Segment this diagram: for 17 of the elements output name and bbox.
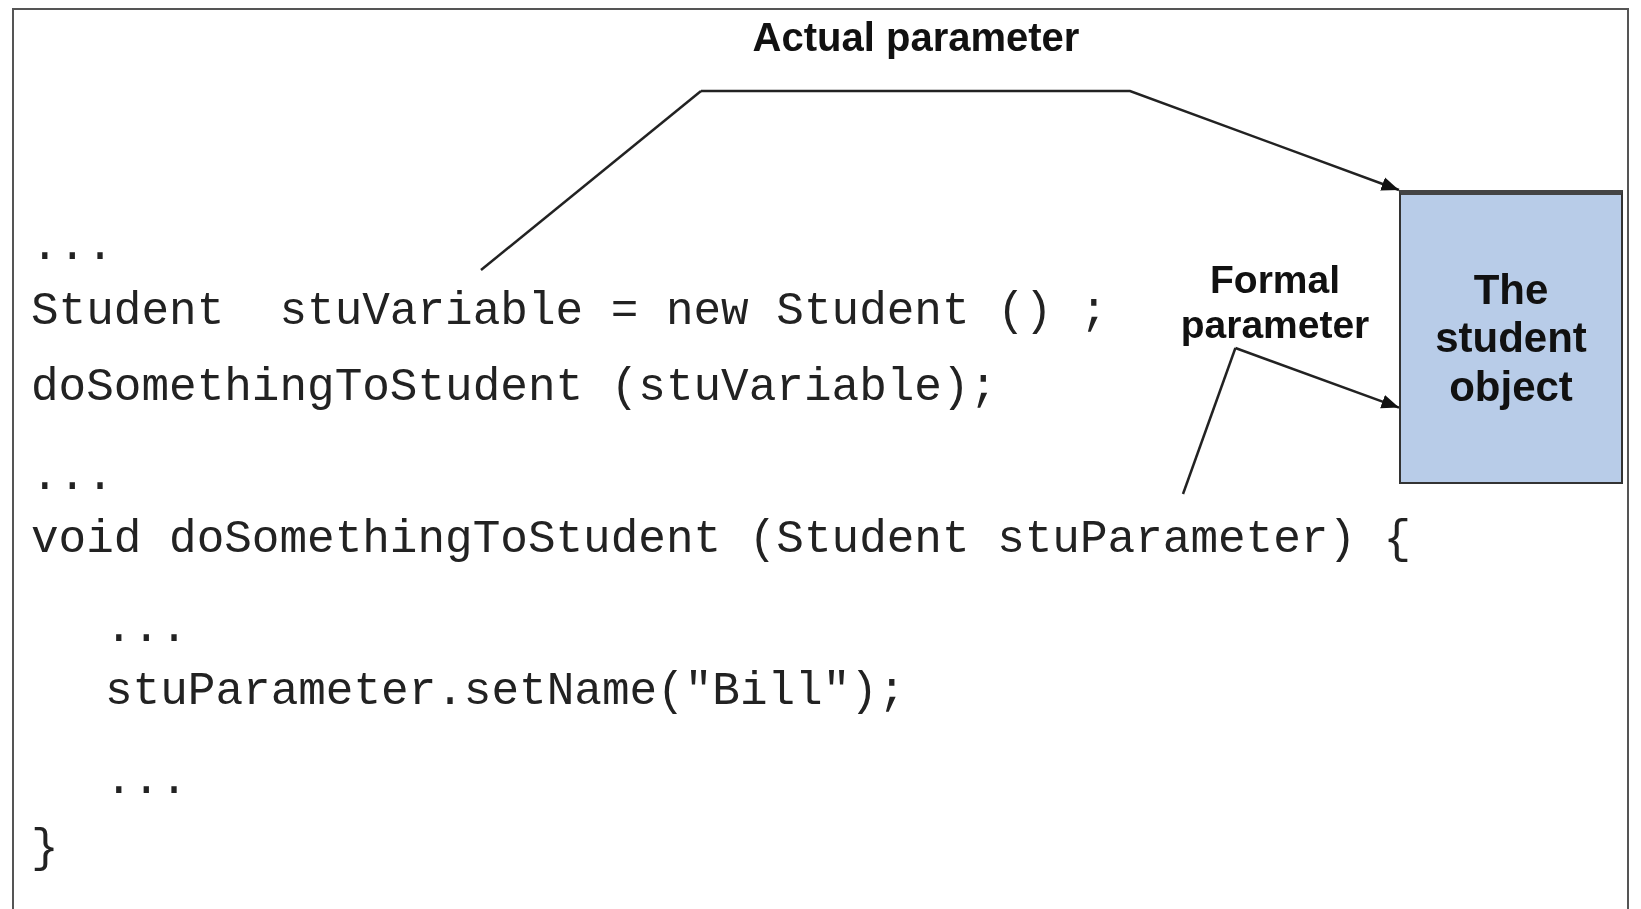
leader-line (480, 90, 702, 271)
arrow (701, 89, 1400, 192)
arrow (1234, 346, 1400, 409)
node-text: The student object (1434, 266, 1588, 411)
code-line: void doSomethingToStudent (Student stuParameter) { (31, 514, 1412, 566)
code-line: doSomethingToStudent (stuVariable); (31, 362, 998, 414)
leader-line (1181, 347, 1237, 495)
code-line: ... (105, 603, 188, 655)
node-text: Formal parameter (1179, 258, 1371, 348)
code-line: ... (31, 451, 114, 503)
code-line: ... (31, 221, 114, 273)
code-line: Student stuVariable = new Student () ; (31, 286, 1108, 338)
code-line: } (31, 823, 59, 875)
object-box (1399, 190, 1623, 484)
node-text: Actual parameter (752, 14, 1080, 60)
code-line: ... (105, 755, 188, 807)
code-line: stuParameter.setName("Bill"); (105, 666, 906, 718)
